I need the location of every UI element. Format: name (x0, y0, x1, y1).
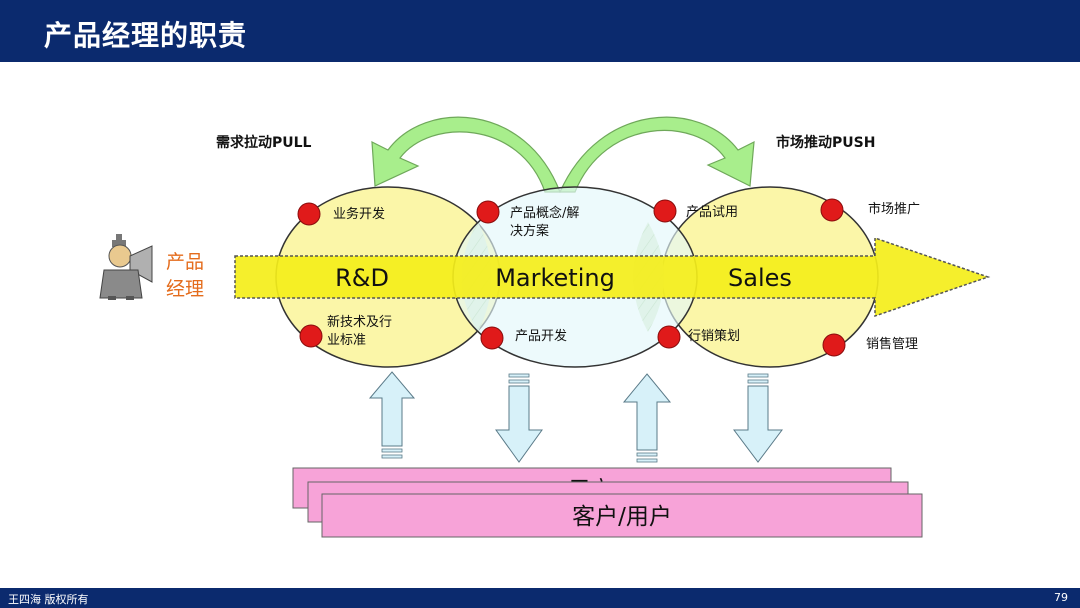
flow-band-arrow (234, 236, 991, 318)
pull-curved-arrow (371, 116, 561, 193)
pm-label-1: 产品 (166, 251, 204, 273)
dot-rd-bottom (299, 324, 323, 348)
page-number: 79 (1054, 591, 1068, 604)
down-arrow-2 (733, 373, 783, 463)
footer-copyright: 王四海 版权所有 (8, 593, 89, 606)
stage-sales-label: Sales (728, 264, 792, 292)
label-rd-top: 业务开发 (333, 206, 385, 222)
customer-box-front (321, 493, 923, 538)
push-curved-arrow (559, 116, 755, 193)
dot-mk-top (476, 200, 500, 224)
page-title: 产品经理的职责 (44, 19, 248, 52)
customer-label: 客户/用户 (572, 504, 672, 530)
label-rd-bottom-2: 业标准 (327, 333, 366, 348)
footer-bar: 王四海 版权所有 79 (0, 588, 1080, 608)
label-right-top: 市场推广 (868, 201, 920, 217)
label-mk-top-1: 产品概念/解 (510, 205, 579, 221)
dot-mk-bottom (480, 326, 504, 350)
label-mk-bottom: 产品开发 (515, 328, 567, 344)
label-mk-top-2: 决方案 (510, 223, 549, 239)
label-rd-bottom-1: 新技术及行 (327, 314, 392, 330)
up-arrow-2 (622, 373, 672, 463)
dot-right-top (820, 198, 844, 222)
stage-marketing-label: Marketing (495, 264, 615, 292)
push-label: 市场推动PUSH (776, 134, 875, 151)
megaphone-man-icon (99, 234, 153, 300)
pm-label-2: 经理 (166, 278, 204, 300)
dot-right-bottom (822, 333, 846, 357)
label-sales-bottom: 行销策划 (688, 328, 740, 344)
title-bar: 产品经理的职责 (0, 0, 1080, 62)
label-sales-top: 产品试用 (686, 205, 738, 220)
dot-sales-top (653, 199, 677, 223)
up-arrow-1 (368, 371, 416, 459)
dot-rd-top (297, 202, 321, 226)
stage-rd-label: R&D (335, 264, 389, 292)
pull-label: 需求拉动PULL (216, 134, 312, 151)
label-right-bottom: 销售管理 (866, 336, 918, 352)
dot-sales-bottom (657, 325, 681, 349)
down-arrow-1 (495, 373, 543, 463)
